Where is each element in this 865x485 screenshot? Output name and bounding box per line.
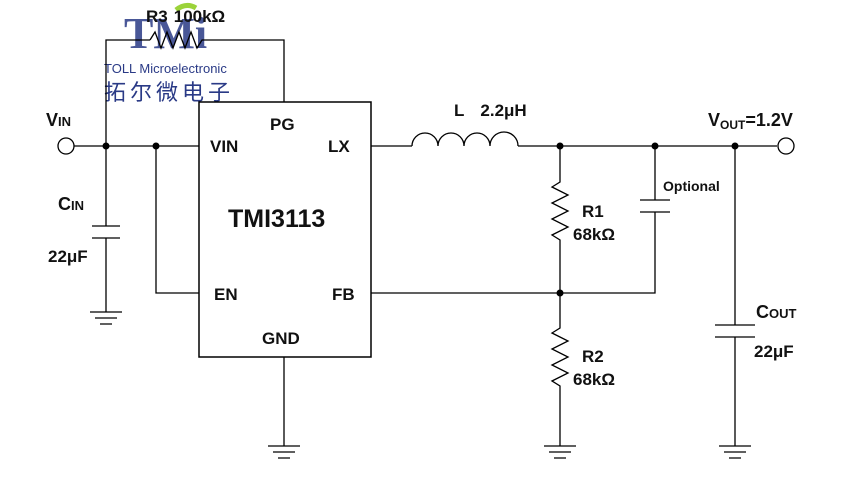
optional-label: Optional bbox=[663, 178, 720, 194]
cout-capacitor bbox=[715, 324, 755, 338]
logo-swoosh bbox=[174, 2, 198, 13]
ground-symbol-cout bbox=[719, 445, 751, 459]
pg-pullup-wire bbox=[105, 39, 285, 146]
vin-label: VIN bbox=[46, 110, 71, 130]
logo-company-en: TOLL Microelectronic bbox=[104, 61, 227, 76]
pin-vin: VIN bbox=[210, 137, 238, 156]
r2-ref: R2 bbox=[582, 347, 604, 366]
vin-terminal bbox=[57, 137, 75, 155]
pin-lx: LX bbox=[328, 137, 350, 156]
ground-symbol-ic bbox=[268, 445, 300, 459]
r2-resistor bbox=[550, 293, 570, 446]
pin-gnd: GND bbox=[262, 329, 300, 348]
pin-pg: PG bbox=[270, 115, 295, 134]
optional-capacitor bbox=[640, 199, 670, 213]
ic-body bbox=[198, 101, 372, 358]
pin-en: EN bbox=[214, 285, 238, 304]
ground-symbol-cin bbox=[90, 311, 122, 325]
cout-value: 22μF bbox=[754, 342, 794, 361]
ground-symbol-r2 bbox=[544, 445, 576, 459]
vout-label: VOUT=1.2V bbox=[708, 110, 793, 132]
logo-mark: TMi bbox=[124, 9, 207, 58]
en-wire bbox=[155, 146, 199, 294]
r3-resistor bbox=[149, 30, 206, 50]
vout-terminal bbox=[777, 137, 795, 155]
r1-value: 68kΩ bbox=[573, 225, 615, 244]
inductor bbox=[411, 131, 519, 147]
cin-value: 22μF bbox=[48, 247, 88, 266]
cout-ref: COUT bbox=[756, 302, 797, 322]
r1-ref: R1 bbox=[582, 202, 604, 221]
cin-ref: CIN bbox=[58, 194, 84, 214]
fb-wire bbox=[371, 146, 656, 294]
r1-resistor bbox=[550, 146, 570, 293]
r2-value: 68kΩ bbox=[573, 370, 615, 389]
ic-part-number: TMI3113 bbox=[228, 205, 325, 233]
pin-fb: FB bbox=[332, 285, 355, 304]
cin-capacitor bbox=[92, 225, 120, 239]
